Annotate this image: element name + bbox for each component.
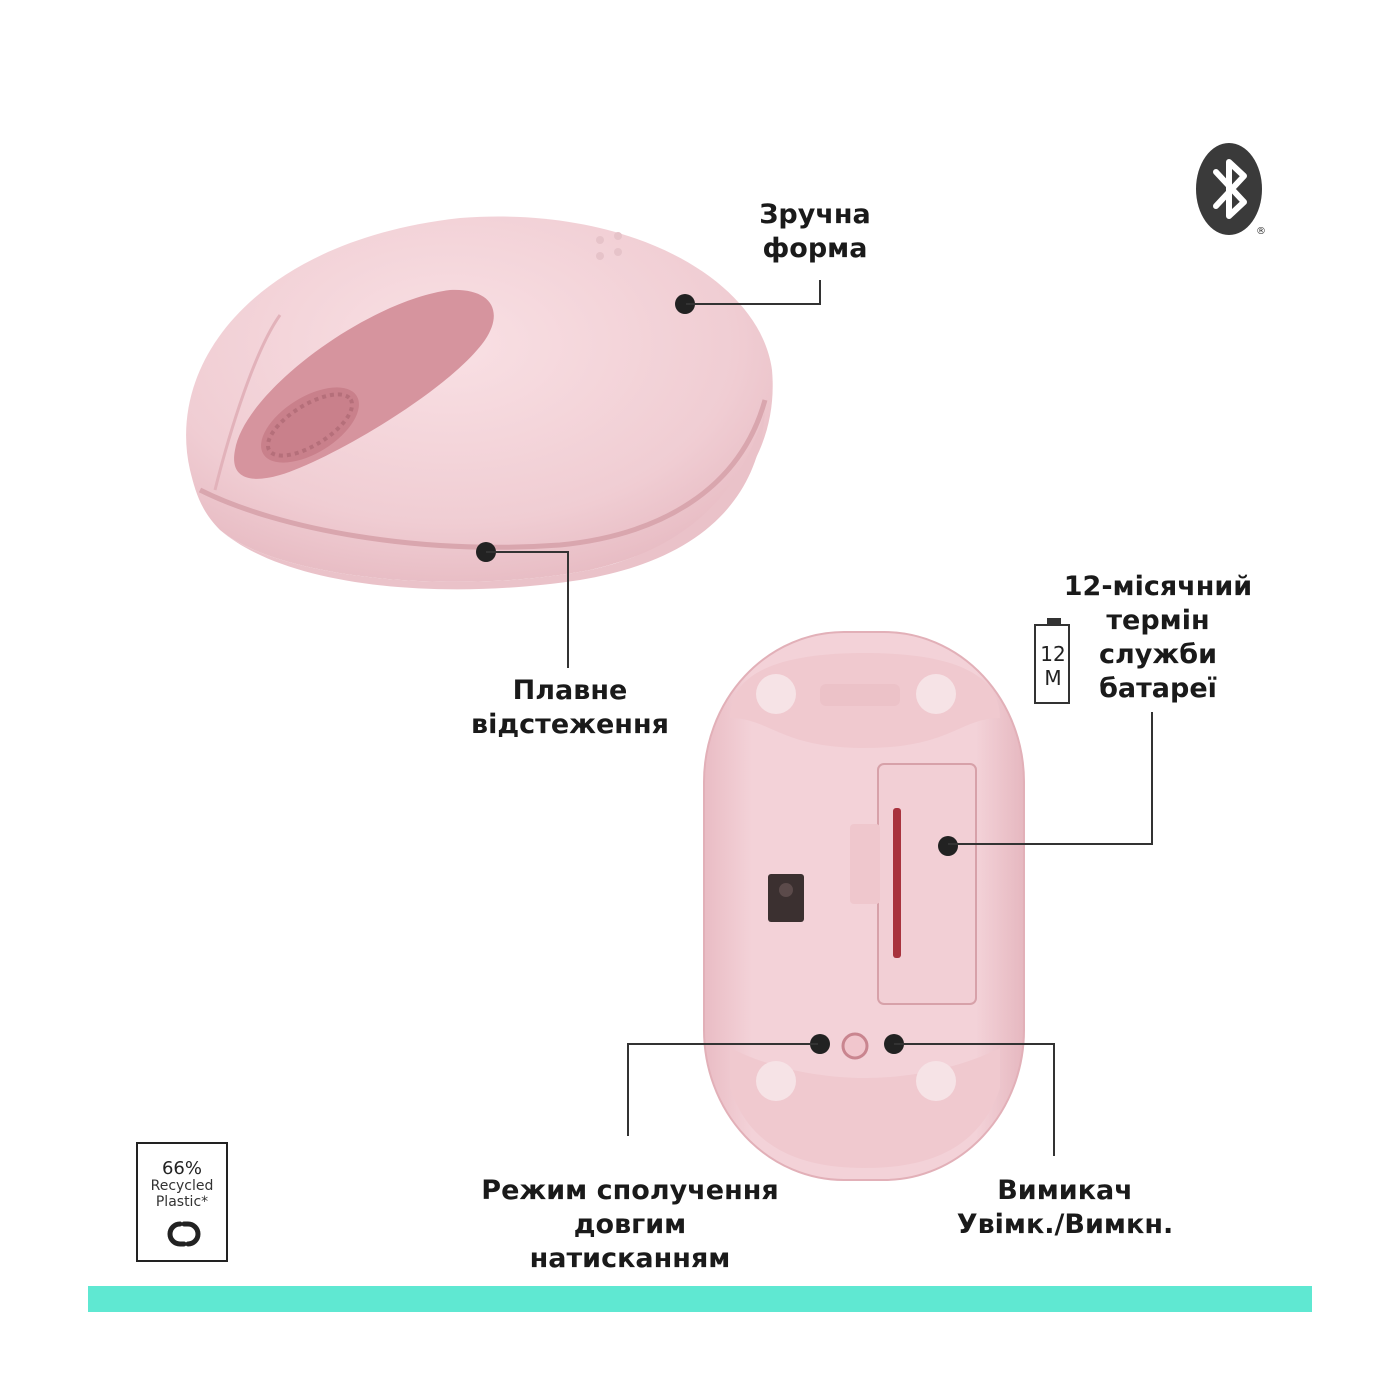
- battery-12m-icon: 12 M: [1034, 618, 1074, 706]
- battery-callout-dot: [938, 836, 958, 856]
- recycled-plastic-badge: 66% Recycled Plastic*: [136, 1142, 228, 1262]
- pairing-callout-dot: [810, 1034, 830, 1054]
- feature-label-pairing: Режим сполучення довгим натисканням: [481, 1175, 779, 1274]
- battery-icon-unit: M: [1044, 666, 1062, 690]
- battery-terminal: [1047, 618, 1061, 624]
- shape-callout-line: [686, 280, 821, 305]
- feature-label-tracking: Плавне відстеження: [471, 675, 669, 740]
- feature-label-battery: 12-місячний термін служби батареї: [1063, 571, 1253, 704]
- bluetooth-logo: ®: [1194, 142, 1270, 238]
- feature-label-power: Вимикач Увімк./Вимкн.: [956, 1175, 1174, 1240]
- recycled-line2: Plastic*: [155, 1194, 209, 1210]
- recycled-line1: Recycled: [150, 1178, 214, 1194]
- battery-callout-line: [948, 712, 1153, 845]
- tracking-callout-line: [486, 551, 569, 668]
- accent-bar: [88, 1286, 1312, 1312]
- power-callout-line: [894, 1043, 1055, 1156]
- registered-mark: ®: [1256, 226, 1266, 237]
- battery-icon-number: 12: [1040, 642, 1066, 666]
- recycle-icon: [167, 1221, 201, 1247]
- battery-body: [1034, 624, 1070, 704]
- shape-callout-dot: [675, 294, 695, 314]
- pairing-callout-line: [627, 1043, 818, 1136]
- bluetooth-icon: [1196, 143, 1262, 235]
- recycled-percent: 66%: [161, 1158, 202, 1179]
- feature-label-shape: Зручна форма: [759, 199, 871, 264]
- mouse-top-view: [186, 216, 773, 590]
